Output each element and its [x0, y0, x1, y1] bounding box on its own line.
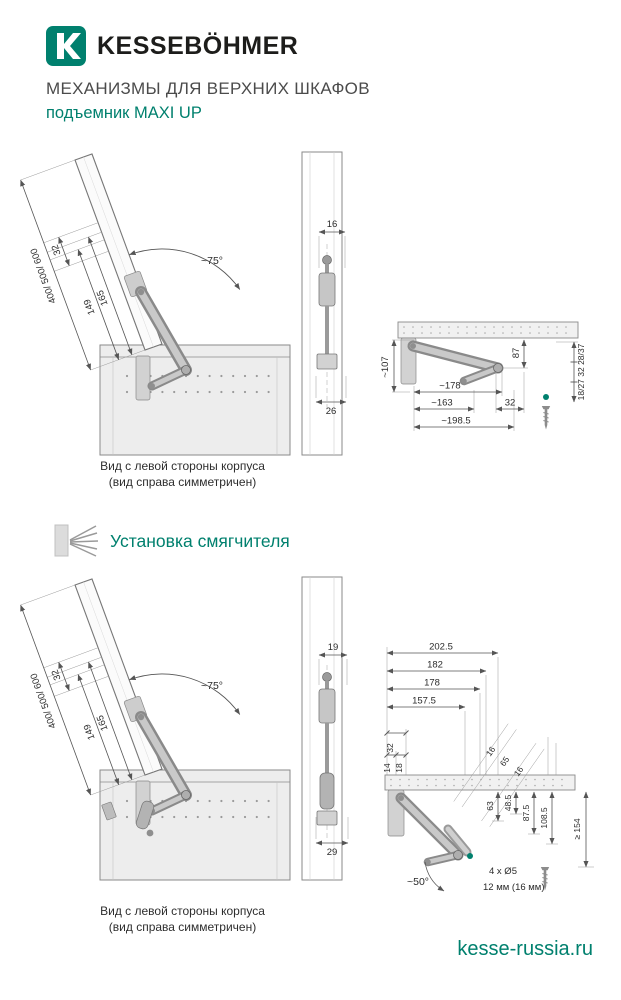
- dim-label-1575: 157.5: [412, 696, 436, 707]
- dim-label-18: 18: [394, 763, 404, 773]
- dim-label-107: ~107: [380, 356, 391, 377]
- dim-label-min154: ≥ 154: [572, 818, 582, 839]
- dim-label-32: 32: [385, 743, 395, 753]
- caption-bottom-line1: Вид с левой стороны корпуса: [100, 904, 265, 918]
- front-view-bottom: 19 29: [301, 576, 349, 881]
- damper-tip-marker: [543, 394, 549, 400]
- softener-heading: Установка смягчителя: [110, 530, 290, 551]
- dim-label-87: 87: [511, 348, 522, 359]
- dim-label-182: 182: [427, 660, 443, 671]
- product-subtitle: подъемник MAXI UP: [46, 104, 202, 122]
- dim-label-32: 32: [50, 243, 64, 257]
- dim-label-19: 19: [328, 642, 339, 653]
- dim-label-875: 87.5: [521, 804, 531, 821]
- soft-close-icon: [54, 524, 98, 557]
- caption-top-line2: (вид справа симметричен): [108, 475, 257, 490]
- soft-close-damper: [101, 800, 155, 837]
- screw-icon: [541, 405, 551, 430]
- dim-label-178: ~178: [439, 381, 460, 392]
- caption-top-line1: Вид с левой стороны корпуса: [100, 459, 265, 473]
- dim-label-63: 63: [485, 801, 495, 811]
- dim-label-165: 165: [95, 289, 111, 308]
- dim-label-2025: 202.5: [429, 642, 453, 653]
- dim-label-29: 29: [327, 847, 338, 858]
- detail-view-top: ~107 87 18/27 32 28/37 ~178 ~163 32 ~198…: [380, 321, 586, 431]
- dim-label-149: 149: [82, 723, 98, 742]
- screw-count-label: 4 x Ø5: [489, 866, 517, 877]
- kesseboehmer-logo-icon: [46, 26, 86, 66]
- dim-label-165: 165: [95, 714, 111, 733]
- opening-angle-label: ~75°: [201, 680, 223, 692]
- dim-label-178: 178: [424, 678, 440, 689]
- dim-label-32b: 32: [505, 398, 516, 409]
- caption-bottom: Вид с левой стороны корпуса (вид справа …: [40, 903, 325, 935]
- page-title: МЕХАНИЗМЫ ДЛЯ ВЕРХНИХ ШКАФОВ: [46, 79, 370, 98]
- side-view-bottom: 400/ 500/ 600 32 149 165 ~75°: [21, 579, 290, 880]
- dim-label-16: 16: [327, 219, 338, 230]
- damper-tip-marker: [467, 853, 473, 859]
- dim-label-65: 65: [498, 754, 512, 768]
- dim-label-485: 48.5: [503, 794, 513, 811]
- brand-name: KESSEBÖHMER: [97, 31, 299, 60]
- drawing-bottom: 400/ 500/ 600 32 149 165 ~75° 19: [0, 565, 594, 893]
- caption-top: Вид с левой стороны корпуса (вид справа …: [40, 458, 325, 490]
- dim-label-stack: 18/27 32 28/37: [576, 343, 586, 400]
- logo: KESSEBÖHMER: [46, 26, 298, 66]
- drawing-top: 400/ 500/ 600 32 149 165 ~75° 16: [0, 140, 586, 470]
- caption-bottom-line2: (вид справа симметричен): [108, 920, 257, 935]
- opening-angle-label: ~75°: [201, 255, 223, 267]
- front-view-top: 16 26: [301, 151, 347, 456]
- dim-label-1085: 108.5: [539, 807, 549, 829]
- dim-label-149: 149: [82, 298, 98, 317]
- dim-label-14: 14: [382, 763, 392, 773]
- softener-section: Установка смягчителя: [52, 524, 290, 558]
- dim-label-26: 26: [326, 406, 337, 417]
- damper-angle-label: ~50°: [407, 876, 429, 888]
- website-link[interactable]: kesse-russia.ru: [457, 938, 593, 960]
- dim-label-32: 32: [50, 668, 64, 682]
- dim-label-198: ~198.5: [441, 416, 470, 427]
- lift-rod: [316, 255, 338, 370]
- lift-rod-with-damper: [316, 672, 338, 826]
- side-view-top: 400/ 500/ 600 32 149 165 ~75°: [21, 154, 290, 455]
- dim-label-163: ~163: [431, 398, 452, 409]
- detail-view-bottom: 202.5 182 178 157.5 32 14 18: [382, 642, 594, 893]
- screw-length-label: 12 мм (16 мм): [483, 882, 545, 893]
